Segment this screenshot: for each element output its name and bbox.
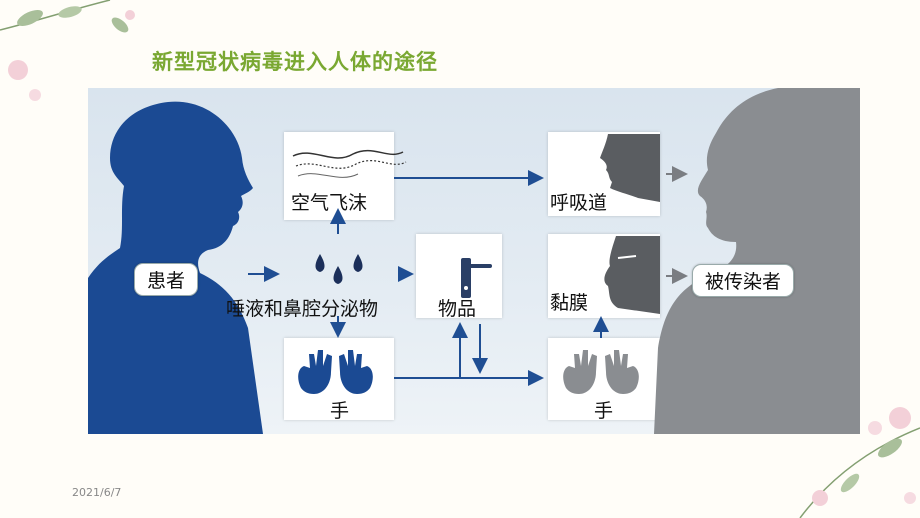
diagram-graphics [88, 88, 860, 434]
secretions-label: 唾液和鼻腔分泌物 [226, 298, 379, 320]
hands-target-icon [563, 350, 639, 394]
mucosa-eye-mark [617, 255, 637, 259]
mucosa-face-icon [604, 236, 660, 314]
airborne-label: 空气飞沫 [291, 192, 368, 214]
flow-arrows [248, 170, 609, 386]
hands-source-label: 手 [330, 400, 350, 422]
hands-target-label: 手 [594, 400, 614, 422]
transmission-diagram: 患者 空气飞沫 唾液和鼻腔分泌物 物品 手 呼吸道 黏膜 手 被传染者 [88, 88, 860, 434]
hands-source-icon [298, 350, 373, 394]
slide-date: 2021/6/7 [72, 486, 122, 499]
target-label: 被传染者 [692, 264, 795, 297]
respiratory-label: 呼吸道 [550, 192, 608, 214]
airborne-droplets-illustration [292, 149, 407, 178]
floral-decoration-bottom-right [799, 407, 920, 518]
objects-label: 物品 [438, 298, 477, 320]
floral-decoration-top-left [0, 0, 135, 101]
mucosa-label: 黏膜 [550, 292, 589, 314]
slide-title: 新型冠状病毒进入人体的途径 [152, 50, 438, 74]
source-label: 患者 [134, 263, 199, 296]
respiratory-face-icon [600, 134, 660, 202]
flow-arrows-target [666, 166, 688, 284]
airborne-box [284, 132, 394, 220]
objects-box [416, 234, 502, 318]
droplets-icon [315, 254, 363, 284]
infected-silhouette [654, 88, 860, 434]
door-handle-icon [461, 258, 492, 298]
